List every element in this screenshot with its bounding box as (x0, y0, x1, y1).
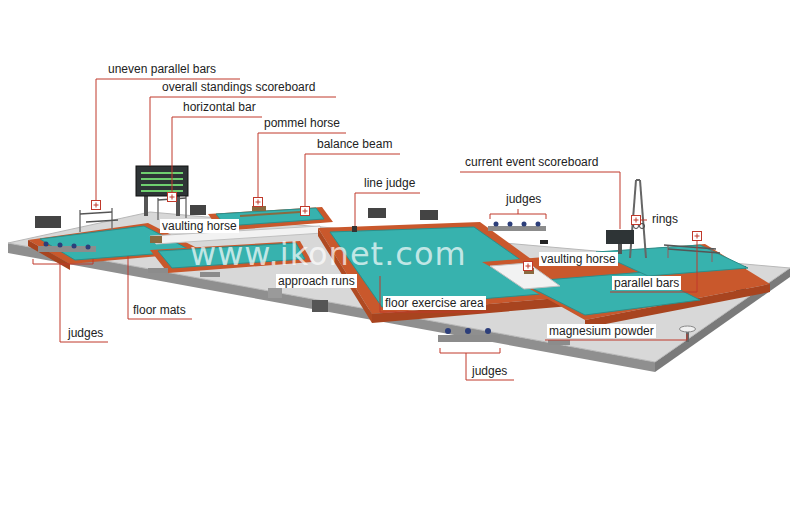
part-label: overall standings scoreboard (160, 80, 317, 94)
scoreboard (136, 166, 188, 196)
judge (72, 244, 77, 249)
vaulting-horse (150, 236, 162, 243)
table (200, 272, 220, 277)
bar (86, 220, 118, 222)
part-label: balance beam (315, 137, 394, 151)
leader-line (60, 264, 108, 342)
part-label: magnesium powder (547, 324, 656, 338)
part-label: parallel bars (612, 276, 681, 290)
scoreboard-row (141, 190, 183, 192)
part-label: judges (504, 192, 543, 206)
part-label: rings (650, 212, 680, 226)
judges-table (488, 226, 546, 231)
judge (508, 222, 513, 227)
judge (445, 328, 451, 334)
leader-line (128, 256, 192, 319)
table (540, 240, 548, 244)
markers (92, 193, 702, 271)
judge (86, 245, 91, 250)
platform-top (8, 212, 790, 362)
part-label: horizontal bar (181, 100, 258, 114)
platform (8, 212, 790, 372)
leader-line (150, 97, 336, 166)
leader-line (172, 117, 268, 192)
part-label: floor exercise area (383, 296, 486, 310)
podium (482, 244, 770, 320)
leader-line (460, 172, 620, 229)
leader-line (380, 276, 490, 312)
scoreboard (35, 216, 61, 228)
scoreboard (190, 205, 206, 215)
leader-line (641, 220, 647, 221)
scoreboard-post (144, 196, 148, 216)
balance-beam (240, 212, 300, 216)
powder-bowl (680, 326, 696, 332)
floor-mat (596, 245, 748, 276)
marker (632, 216, 641, 225)
scoreboard-row (141, 178, 183, 180)
judge (485, 328, 491, 334)
part-label: judges (66, 326, 105, 340)
podium-block (312, 300, 328, 312)
bar (80, 212, 112, 214)
part-label: judges (470, 364, 509, 378)
judges-table (438, 335, 500, 342)
rings-frame (636, 179, 640, 181)
part-label: vaulting horse (160, 219, 239, 233)
leader-line (518, 209, 519, 214)
judge (465, 328, 471, 334)
scoreboard (420, 210, 438, 220)
marker (254, 198, 263, 207)
scoreboard-post (618, 244, 622, 254)
part-label: uneven parallel bars (106, 62, 218, 76)
judge (44, 242, 49, 247)
leader-line (610, 241, 697, 292)
line-judge (352, 226, 357, 232)
bracket (440, 348, 500, 353)
scoreboard-row (141, 172, 183, 174)
leader-line (466, 353, 514, 380)
judges-tables (38, 222, 570, 346)
bar (664, 245, 716, 249)
marker (524, 262, 533, 271)
bar-post (185, 196, 187, 218)
part-label: vaulting horse (539, 252, 618, 266)
leader-lines (33, 79, 697, 380)
part-label: pommel horse (262, 116, 342, 130)
scoreboard (606, 230, 634, 244)
judge (58, 243, 63, 248)
part-label: current event scoreboard (463, 155, 600, 169)
scoreboard (368, 208, 386, 218)
judge (536, 222, 541, 227)
part-label: line judge (362, 176, 417, 190)
right-area (482, 180, 770, 342)
scoreboard-row (141, 184, 183, 186)
judge (522, 222, 527, 227)
bracket (33, 259, 93, 264)
table (148, 268, 168, 273)
marker (92, 201, 101, 210)
bar (668, 249, 720, 253)
marker (693, 232, 702, 241)
watermark: www.ikonet.com (190, 238, 467, 270)
stairs (268, 288, 282, 298)
part-label: floor mats (131, 303, 188, 317)
part-label: approach runs (276, 274, 357, 288)
bracket (490, 214, 546, 219)
judge (494, 222, 499, 227)
marker (301, 207, 310, 216)
leader-line (355, 193, 420, 226)
bar-post (157, 198, 159, 220)
marker (168, 193, 177, 202)
table (548, 340, 570, 345)
overall-scoreboard (136, 166, 188, 216)
bar-post (667, 245, 669, 258)
bar-post (711, 249, 713, 262)
